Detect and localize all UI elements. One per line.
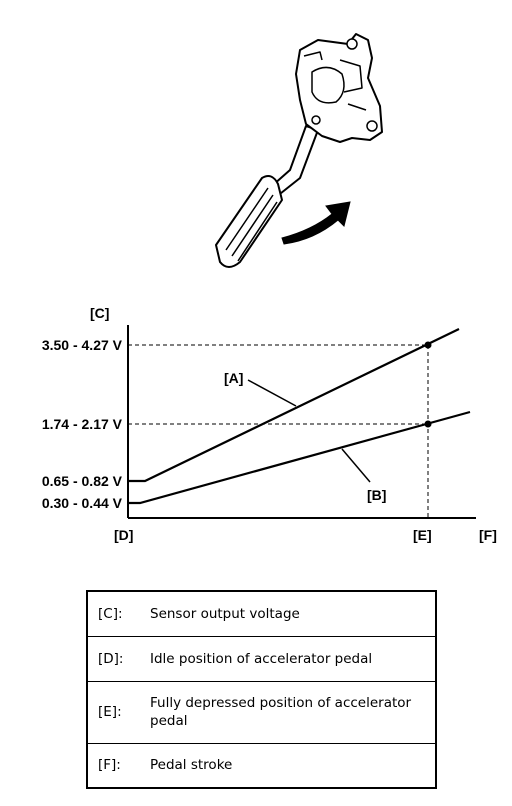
voltage-a-low: 0.65 - 0.82 V bbox=[42, 473, 123, 489]
pedal-sensor-diagram: [C] [D] [E] [F] [A] [B] 3.50 - 4.27 V 1.… bbox=[42, 33, 497, 543]
point-b-full bbox=[424, 420, 432, 428]
pedal-pad bbox=[215, 175, 283, 268]
press-direction-arrow-icon bbox=[281, 201, 351, 245]
axis-label-d: [D] bbox=[114, 527, 133, 543]
signal-line-a bbox=[128, 328, 460, 483]
axis-label-e: [E] bbox=[413, 527, 432, 543]
graph-axes bbox=[127, 325, 476, 519]
guide-lines bbox=[128, 344, 429, 518]
voltage-a-high: 3.50 - 4.27 V bbox=[42, 337, 123, 353]
voltage-b-high: 1.74 - 2.17 V bbox=[42, 416, 123, 432]
legend-key: [C]: bbox=[87, 590, 140, 637]
legend-text: Sensor output voltage bbox=[140, 590, 436, 637]
voltage-b-low: 0.30 - 0.44 V bbox=[42, 495, 123, 511]
accelerator-pedal-illustration bbox=[215, 33, 383, 268]
point-a-full bbox=[424, 341, 432, 349]
legend-row: [F]: Pedal stroke bbox=[87, 742, 436, 789]
callout-leader-b bbox=[341, 448, 371, 483]
legend-table: [C]: Sensor output voltage [D]: Idle pos… bbox=[86, 590, 437, 789]
legend-text: Idle position of accelerator pedal bbox=[140, 635, 436, 682]
signal-line-b bbox=[128, 410, 471, 505]
legend-key: [D]: bbox=[87, 635, 140, 682]
legend-text: Pedal stroke bbox=[140, 742, 436, 789]
line-label-b: [B] bbox=[367, 487, 386, 503]
callout-leader-a bbox=[247, 379, 297, 407]
line-label-a: [A] bbox=[224, 370, 243, 386]
legend-key: [F]: bbox=[87, 742, 140, 789]
legend-row: [C]: Sensor output voltage bbox=[87, 590, 436, 637]
legend-row: [D]: Idle position of accelerator pedal bbox=[87, 635, 436, 682]
legend-row: [E]: Fully depressed position of acceler… bbox=[87, 680, 436, 744]
legend-text: Fully depressed position of accelerator … bbox=[140, 680, 436, 744]
axis-label-c: [C] bbox=[90, 305, 109, 321]
axis-label-f: [F] bbox=[479, 527, 497, 543]
legend-key: [E]: bbox=[87, 680, 140, 744]
